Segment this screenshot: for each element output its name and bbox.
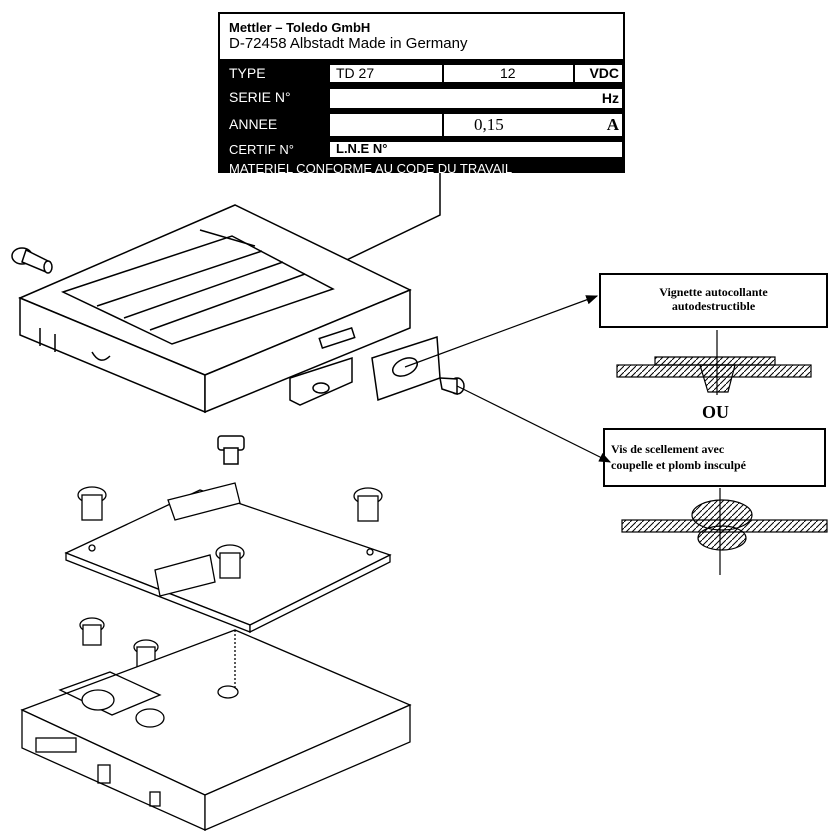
serial-label: SERIE N° <box>229 89 291 105</box>
voltage-value: 12 <box>500 65 516 81</box>
certif-cell: L.N.E N° <box>330 141 622 157</box>
option-seal-box: Vis de scellement avec coupelle et plomb… <box>603 428 826 487</box>
option-seal-line1: Vis de scellement avec <box>611 442 725 456</box>
year-label: ANNEE <box>229 116 278 132</box>
seal-section-icon <box>621 488 828 575</box>
serial-cell: Hz <box>330 89 622 108</box>
voltage-unit-cell: VDC <box>575 65 622 82</box>
company-address: D-72458 Albstadt Made in Germany <box>229 35 468 52</box>
standoff-icon <box>77 486 383 668</box>
nameplate-header: Mettler – Toledo GmbH D-72458 Albstadt M… <box>220 14 623 59</box>
current-unit: A <box>606 115 619 134</box>
base-housing <box>20 629 412 832</box>
type-value-cell: TD 27 <box>330 65 443 82</box>
year-cell <box>330 114 443 136</box>
certif-value: L.N.E N° <box>336 141 388 156</box>
nameplate-leader-arrow <box>328 173 441 269</box>
top-cover <box>18 204 412 414</box>
option-sticker-line2: autodestructible <box>671 299 756 313</box>
sticker-section-icon <box>616 330 812 395</box>
current-value: 0,15 <box>474 115 504 134</box>
conformity-footer: MATERIEL CONFORME AU CODE DU TRAVAIL <box>229 161 513 176</box>
frequency-unit: Hz <box>601 90 619 106</box>
option-sticker-line1: Vignette autocollante <box>659 285 768 299</box>
option-arrows <box>404 295 612 463</box>
option-seal-line2: coupelle et plomb insculpé <box>611 458 747 472</box>
type-value: TD 27 <box>336 65 375 81</box>
screw-icon <box>11 247 53 274</box>
screw-icon <box>217 435 245 465</box>
seal-plate <box>371 335 465 402</box>
nameplate: Mettler – Toledo GmbH D-72458 Albstadt M… <box>218 12 625 176</box>
certif-label: CERTIF N° <box>229 142 294 157</box>
or-label: OU <box>702 402 729 422</box>
option-sticker-box: Vignette autocollante autodestructible <box>599 273 828 328</box>
voltage-unit: VDC <box>589 65 619 81</box>
company-name: Mettler – Toledo GmbH <box>229 20 371 35</box>
current-cell: 0,15 A <box>444 114 622 136</box>
voltage-cell: 12 <box>444 65 574 82</box>
nameplate-fields: TYPE TD 27 12 VDC SERIE N° Hz ANNEE 0,15… <box>220 59 623 176</box>
type-label: TYPE <box>229 65 266 81</box>
